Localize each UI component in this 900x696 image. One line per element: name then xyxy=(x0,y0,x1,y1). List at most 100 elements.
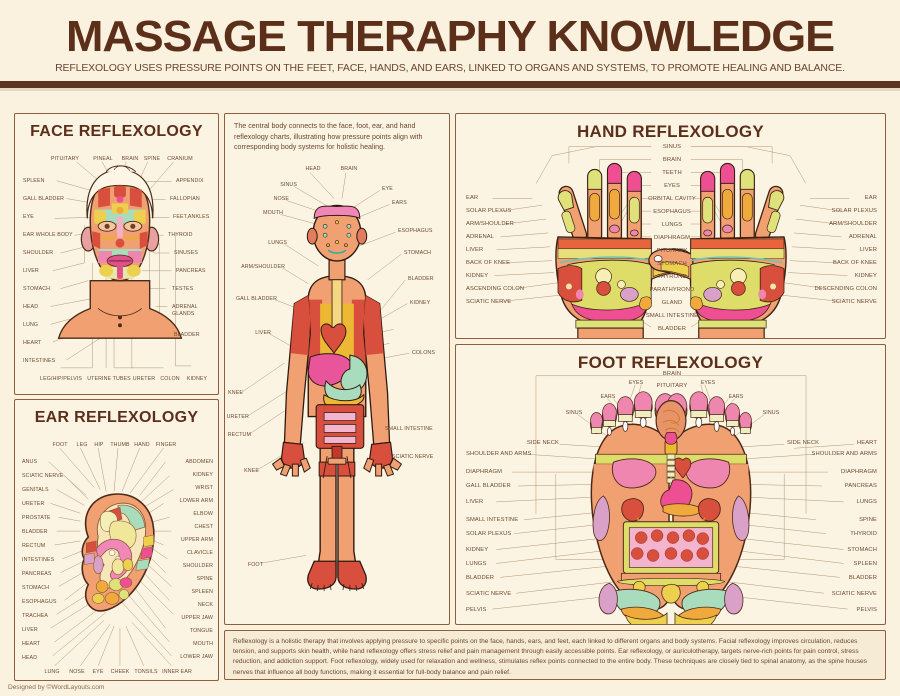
body-diagram xyxy=(240,172,410,592)
hand-label-right-arm-shoulder: ARM/SHOULDER xyxy=(829,221,877,227)
ear-panel-title: EAR REFLEXOLOGY xyxy=(34,409,199,426)
ear-label-sciatic-nerve: SCIATIC NERVE xyxy=(22,473,64,479)
face-label-appendix: APPENDIX xyxy=(176,178,204,184)
ear-label-upper-jaw: UPPER JAW xyxy=(181,615,213,621)
foot-label-right-shoulder-and-arms: SHOULDER AND ARMS xyxy=(811,451,877,457)
hand-label-right-sciatic-nerve: SCIATIC NERVE xyxy=(831,299,877,305)
ear-label-leg: LEG xyxy=(76,442,88,448)
hand-label-stomach: STOMACH xyxy=(657,261,687,267)
foot-label-right-spleen: SPLEEN xyxy=(853,561,877,567)
hand-label-left-ascending-colon: ASCENDING COLON xyxy=(466,286,525,292)
body-label-knee-upper: KNEE xyxy=(228,390,243,396)
poster-header: MASSAGE THERAPHY KNOWLEDGE REFLEXOLOGY U… xyxy=(0,0,900,75)
face-label-spine: SPINE xyxy=(143,156,161,162)
body-label-eye: EYE xyxy=(382,186,393,192)
foot-label-ears-right: EARS xyxy=(728,394,744,400)
foot-label-sinus-right: SINUS xyxy=(762,410,780,416)
foot-label-left-small-intestine: SMALL INTESTINE xyxy=(466,517,519,523)
face-label-eye: EYE xyxy=(23,214,34,220)
ear-label-head: HEAD xyxy=(22,655,38,661)
body-description: The central body connects to the face, f… xyxy=(234,122,423,151)
foot-label-left-kidney: KIDNEY xyxy=(466,547,489,553)
body-label-ureter: URETER xyxy=(226,414,249,420)
ear-label-foot: FOOT xyxy=(52,442,68,448)
ear-label-lower-arm: LOWER ARM xyxy=(179,498,213,504)
body-label-liver: LIVER xyxy=(255,330,271,336)
foot-label-eyes-left: EYES xyxy=(628,380,644,386)
ear-label-pancreas: PANCREAS xyxy=(22,571,52,577)
ear-label-tonsils: TONSILS xyxy=(134,669,158,675)
body-label-rectum: RECTUM xyxy=(227,432,251,438)
ear-label-nose: NOSE xyxy=(69,669,85,675)
ear-label-upper-arm: UPPER ARM xyxy=(180,537,213,543)
ear-label-liver: LIVER xyxy=(22,627,38,633)
body-label-small-intestine: SMALL INTESTINE xyxy=(385,426,433,432)
face-label-pineal: PINEAL xyxy=(93,156,113,162)
ear-reflexology-panel: EAR REFLEXOLOGY xyxy=(14,399,219,681)
face-label-testes: TESTES xyxy=(172,286,194,292)
body-label-bladder: BLADDER xyxy=(408,276,434,282)
ear-label-bladder: BLADDER xyxy=(22,529,48,535)
hand-label-left-liver: LIVER xyxy=(466,247,484,253)
foot-label-eyes-right: EYES xyxy=(700,380,716,386)
hand-label-orbital-cavity: ORBITAL CAVITY xyxy=(648,196,696,202)
ear-label-cheek: CHEEK xyxy=(110,669,130,675)
ear-label-heart: HEART xyxy=(22,641,41,647)
face-label-thyroid: THYROID xyxy=(168,232,193,238)
face-label-intestines: INTESTINES xyxy=(23,358,56,364)
face-label-heart: HEART xyxy=(23,340,42,346)
ear-label-eye: EYE xyxy=(92,669,104,675)
body-label-ears: EARS xyxy=(392,200,407,206)
foot-label-right-pancreas: PANCREAS xyxy=(844,483,877,489)
hand-label-esophagus: ESOPHAGUS xyxy=(653,209,691,215)
foot-panel-title: FOOT REFLEXOLOGY xyxy=(577,353,764,372)
ear-label-intestines: INTESTINES xyxy=(22,557,55,563)
hand-label-right-descending-colon: DESCENDING COLON xyxy=(814,286,877,292)
body-label-brain: BRAIN xyxy=(340,166,358,172)
face-label-gall-bladder: GALL BLADDER xyxy=(23,196,65,202)
hand-label-brain: BRAIN xyxy=(662,157,682,163)
body-label-knee-lower: KNEE xyxy=(244,468,259,474)
ear-label-mouth: MOUTH xyxy=(193,641,213,647)
hand-label-bladder: BLADDER xyxy=(657,326,687,332)
ear-label-neck: NECK xyxy=(197,602,213,608)
ear-label-thumb: THUMB xyxy=(110,442,130,448)
ear-label-hand: HAND xyxy=(134,442,150,448)
foot-label-sinus-left: SINUS xyxy=(565,410,583,416)
foot-label-right-pelvis: PELVIS xyxy=(856,607,877,613)
credit-text: Designed by ©WordLayouts.com xyxy=(8,684,105,691)
ear-label-wrist: WRIST xyxy=(195,485,213,491)
hand-label-gland: GLAND xyxy=(661,300,683,306)
ear-label-rectum: RECTUM xyxy=(22,543,46,549)
foot-label-left-liver: LIVER xyxy=(466,499,484,505)
hand-reflexology-panel: HAND REFLEXOLOGY xyxy=(455,113,886,339)
face-label-head: HEAD xyxy=(23,304,39,310)
foot-label-left-diaphragm: DIAPHRAGM xyxy=(466,469,503,475)
face-label-pancreas: PANCREAS xyxy=(176,268,206,274)
face-label-colon: COLON xyxy=(160,376,180,382)
face-label-lung: LUNG xyxy=(23,322,39,328)
hand-panel-title: HAND REFLEXOLOGY xyxy=(576,122,765,141)
hand-label-teeth: TEETH xyxy=(662,170,682,176)
ear-label-tongue: TONGUE xyxy=(189,628,213,634)
face-label-feet-ankles: FEET,ANKLES xyxy=(173,214,210,220)
foot-label-right-thyroid: THYROID xyxy=(850,531,877,537)
ear-label-ureter: URETER xyxy=(22,501,45,507)
foot-reflexology-panel: FOOT REFLEXOLOGY xyxy=(455,344,886,625)
foot-label-brain: BRAIN xyxy=(662,371,682,377)
face-label-ureter: URETER xyxy=(132,376,156,382)
body-label-foot: FOOT xyxy=(247,562,263,568)
page-title: MASSAGE THERAPHY KNOWLEDGE xyxy=(65,12,835,61)
face-label-sinuses: SINUSES xyxy=(174,250,198,256)
foot-label-right-bladder: BLADDER xyxy=(848,575,877,581)
face-label-adrenal-glands: ADRENAL GLANDS xyxy=(172,304,198,317)
foot-label-right-stomach: STOMACH xyxy=(847,547,877,553)
face-label-bladder: BLADDER xyxy=(174,332,200,338)
ear-label-trachea: TRACHEA xyxy=(22,613,49,619)
ear-label-stomach: STOMACH xyxy=(22,585,50,591)
ear-label-spine: SPINE xyxy=(196,576,213,582)
foot-label-left-pelvis: PELVIS xyxy=(466,607,487,613)
hand-label-small-intestine: SMALL INTESTINE xyxy=(645,313,699,319)
face-label-leg-hip-pelvis: LEG/HIP/PELVIS xyxy=(40,376,82,382)
foot-label-right-lungs: LUNGS xyxy=(856,499,877,505)
